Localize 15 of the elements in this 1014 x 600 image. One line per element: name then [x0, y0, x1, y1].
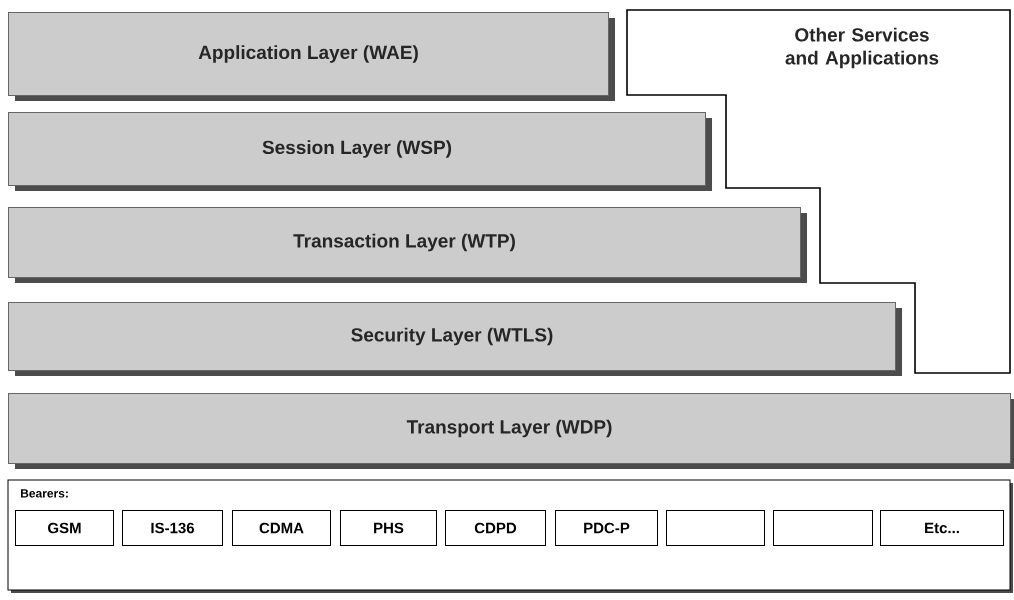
- bearer-box: [666, 510, 765, 546]
- bearer-box: IS-136: [122, 510, 223, 546]
- bearer-box: PDC-P: [555, 510, 658, 546]
- layer-bar: Application Layer (WAE): [8, 12, 615, 101]
- layer-bar: Security Layer (WTLS): [8, 302, 902, 376]
- bearer-box: CDPD: [445, 510, 546, 546]
- layer-bar: Session Layer (WSP): [8, 112, 712, 191]
- bearer-box: GSM: [15, 510, 114, 546]
- bearer-box: PHS: [340, 510, 437, 546]
- layer-bar: Transport Layer (WDP): [8, 393, 1014, 469]
- bearer-box: [773, 510, 873, 546]
- stepped-panel: Other Services and Applications: [626, 9, 1011, 374]
- layer-bar: Transaction Layer (WTP): [8, 207, 807, 283]
- bearer-box: CDMA: [232, 510, 331, 546]
- bearer-box: Etc...: [880, 510, 1004, 546]
